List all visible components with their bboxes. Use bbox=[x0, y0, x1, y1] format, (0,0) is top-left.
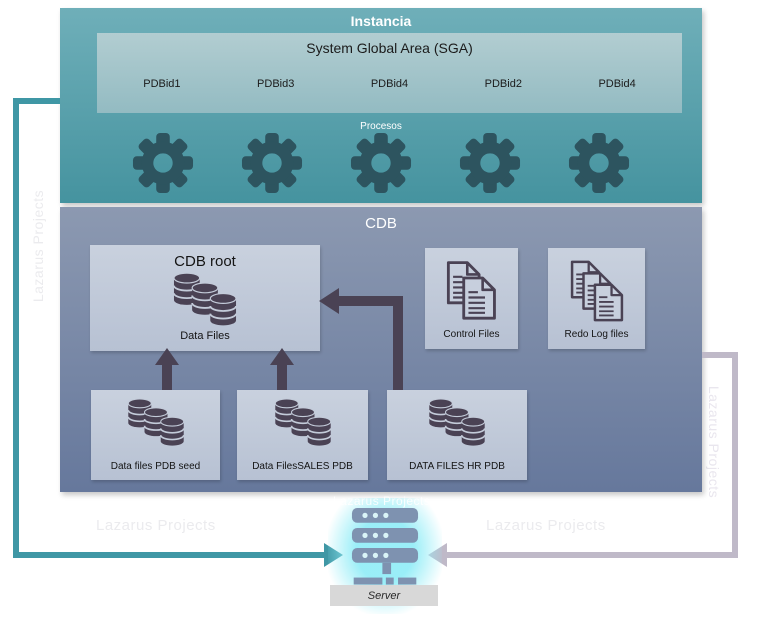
gray-connector-bottom bbox=[447, 552, 738, 558]
procesos-label: Procesos bbox=[360, 121, 402, 132]
pdb-id-label: PDBid4 bbox=[370, 78, 409, 90]
gear-icon bbox=[132, 132, 193, 194]
teal-connector-top bbox=[13, 98, 60, 104]
pdb-id-label: PDBid3 bbox=[257, 78, 295, 90]
pdb-hr-box: DATA FILES HR PDB bbox=[387, 390, 527, 480]
up-arrow-icon bbox=[155, 348, 179, 365]
up-arrow-shaft bbox=[277, 364, 287, 390]
server-icon bbox=[351, 508, 419, 585]
gear-icon bbox=[350, 132, 411, 194]
pdb-seed-label: Data files PDB seed bbox=[110, 461, 201, 472]
elbow-arrow-vertical bbox=[393, 296, 403, 390]
watermark-bottom-left: Lazarus Projects bbox=[96, 517, 216, 534]
documents-2-icon bbox=[446, 261, 496, 320]
cdb-root-box: CDB root Data Files bbox=[90, 245, 320, 351]
sga-title: System Global Area (SGA) bbox=[306, 40, 473, 56]
redo-log-files-label: Redo Log files bbox=[564, 329, 629, 340]
cdb-root-title: CDB root bbox=[174, 253, 236, 270]
documents-3-icon bbox=[570, 260, 623, 322]
database-stack-icon bbox=[428, 398, 486, 447]
instancia-title: Instancia bbox=[350, 13, 412, 29]
gear-icon bbox=[241, 132, 302, 194]
data-files-label: Data Files bbox=[180, 330, 230, 342]
elbow-arrow-horizontal bbox=[338, 296, 403, 306]
cdb-box: CDB CDB root Data Files Control Files Re… bbox=[60, 207, 702, 492]
database-stack-icon bbox=[126, 398, 185, 447]
pdb-id-label: PDBid1 bbox=[143, 78, 181, 90]
redo-log-files-box: Redo Log files bbox=[548, 248, 645, 349]
pdb-seed-box: Data files PDB seed bbox=[91, 390, 220, 480]
control-files-box: Control Files bbox=[425, 248, 518, 349]
pdb-id-row: PDBid1 PDBid3 PDBid4 PDBid2 PDBid4 bbox=[97, 78, 682, 90]
watermark-left: Lazarus Projects bbox=[30, 189, 46, 303]
control-files-label: Control Files bbox=[443, 329, 500, 340]
pdb-id-label: PDBid2 bbox=[484, 78, 522, 90]
gray-connector-vertical bbox=[732, 352, 738, 558]
pdb-id-label: PDBid4 bbox=[598, 78, 636, 90]
cdb-title: CDB bbox=[365, 215, 397, 232]
gear-icon bbox=[569, 132, 630, 194]
server-label: Server bbox=[367, 589, 401, 602]
process-gears-row bbox=[60, 132, 702, 194]
teal-connector-vertical bbox=[13, 98, 19, 558]
gray-connector-top bbox=[702, 352, 738, 358]
sga-box: System Global Area (SGA) PDBid1 PDBid3 P… bbox=[97, 33, 682, 113]
watermark-right: Lazarus Projects bbox=[706, 385, 722, 499]
up-arrow-icon bbox=[270, 348, 294, 365]
pdb-sales-box: Data FilesSALES PDB bbox=[237, 390, 368, 480]
teal-connector-bottom bbox=[13, 552, 324, 558]
server-label-box: Server bbox=[330, 585, 438, 606]
up-arrow-shaft bbox=[162, 364, 172, 390]
database-stack-icon bbox=[173, 272, 237, 327]
instancia-box: Instancia System Global Area (SGA) PDBid… bbox=[60, 8, 702, 203]
left-arrow-icon bbox=[319, 288, 339, 314]
watermark-bottom-right: Lazarus Projects bbox=[486, 517, 606, 534]
gear-icon bbox=[460, 132, 521, 194]
pdb-hr-label: DATA FILES HR PDB bbox=[409, 461, 505, 472]
pdb-sales-label: Data FilesSALES PDB bbox=[252, 461, 353, 472]
database-stack-icon bbox=[273, 398, 332, 447]
